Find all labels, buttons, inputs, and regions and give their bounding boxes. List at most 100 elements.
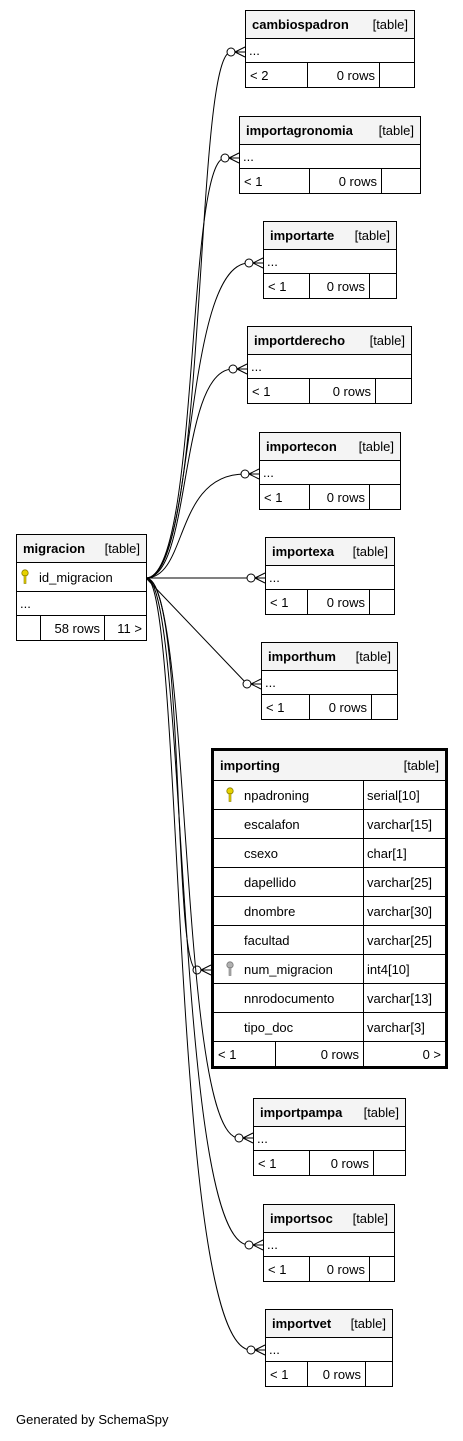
columns-ellipsis: ... bbox=[249, 43, 260, 58]
column-name-cell: tipo_doc bbox=[214, 1013, 364, 1041]
columns-ellipsis: ... bbox=[243, 149, 254, 164]
column-type: char[1] bbox=[367, 845, 407, 861]
table-type: [table] bbox=[363, 1105, 399, 1120]
table-header: importarte [table] bbox=[264, 222, 396, 250]
crows-foot-marker bbox=[242, 1132, 254, 1144]
optional-marker bbox=[244, 258, 254, 268]
optional-marker bbox=[244, 1240, 254, 1250]
column-id-migracion[interactable]: id_migracion bbox=[17, 563, 146, 592]
table-header: importderecho[table] bbox=[248, 327, 411, 355]
table-header: importagronomia[table] bbox=[240, 117, 420, 145]
table-body: ... bbox=[246, 39, 414, 63]
relationship-edge bbox=[145, 51, 232, 579]
table-header: importvet[table] bbox=[266, 1310, 392, 1338]
table-footer: 58 rows 11 > bbox=[17, 616, 146, 640]
column-name-cell: npadroning bbox=[214, 781, 364, 809]
table-body: ... bbox=[264, 1233, 394, 1257]
table-header: importing [table] bbox=[214, 751, 445, 781]
table-footer: < 1 0 rows 0 > bbox=[214, 1042, 445, 1066]
child-count bbox=[370, 590, 394, 614]
optional-marker bbox=[192, 965, 202, 975]
column-name-cell: nnrodocumento bbox=[214, 984, 364, 1012]
relationship-edge bbox=[145, 577, 248, 685]
relationship-edge bbox=[145, 577, 240, 1139]
columns-ellipsis: ... bbox=[269, 570, 280, 585]
table-name: importexa bbox=[272, 544, 335, 559]
optional-marker bbox=[228, 364, 238, 374]
table-body: ... bbox=[17, 592, 146, 616]
columns-ellipsis: ... bbox=[251, 359, 262, 374]
column-name: num_migracion bbox=[244, 961, 333, 977]
table-name: importhum bbox=[268, 649, 336, 664]
table-name: importarte bbox=[270, 228, 335, 243]
table-name: importpampa bbox=[260, 1105, 343, 1120]
table-type: [table] bbox=[369, 333, 405, 348]
table-type: [table] bbox=[354, 228, 390, 243]
relationship-edge bbox=[145, 157, 226, 579]
crows-foot-marker bbox=[200, 964, 212, 976]
optional-marker bbox=[240, 469, 250, 479]
columns-ellipsis: ... bbox=[265, 675, 276, 690]
column-name: nnrodocumento bbox=[244, 990, 335, 1006]
child-count bbox=[372, 695, 397, 719]
parent-count: < 1 bbox=[264, 274, 310, 298]
table-migracion[interactable]: migracion[table] id_migracion ... 58 row… bbox=[16, 534, 147, 641]
relationship-edge bbox=[145, 577, 250, 1246]
table-type: [table] bbox=[352, 544, 388, 559]
table-type: [table] bbox=[350, 1316, 386, 1331]
column-name-cell: facultad bbox=[214, 926, 364, 954]
table-body: ... bbox=[260, 461, 400, 485]
columns-ellipsis: ... bbox=[20, 596, 31, 611]
crows-foot-marker bbox=[248, 468, 260, 480]
column-type: varchar[25] bbox=[367, 874, 433, 890]
table-body: ... bbox=[240, 145, 420, 169]
parent-count: < 1 bbox=[254, 1151, 310, 1175]
child-count bbox=[370, 485, 400, 509]
table-name: importing bbox=[220, 758, 280, 773]
columns-ellipsis: ... bbox=[267, 1237, 278, 1252]
optional-marker bbox=[220, 153, 230, 163]
table-type: [table] bbox=[403, 758, 439, 773]
table-header: cambiospadron[table] bbox=[246, 11, 414, 39]
child-count bbox=[374, 1151, 405, 1175]
row-count: 0 rows bbox=[310, 485, 370, 509]
relationship-edge bbox=[145, 473, 246, 579]
column-type: varchar[3] bbox=[367, 1019, 425, 1035]
crows-foot-marker bbox=[254, 1344, 266, 1356]
table-type: [table] bbox=[378, 123, 414, 138]
parent-count: < 1 bbox=[260, 485, 310, 509]
parent-count: < 1 bbox=[266, 590, 308, 614]
table-body: ... bbox=[266, 566, 394, 590]
table-name: importecon bbox=[266, 439, 337, 454]
row-count: 58 rows bbox=[41, 616, 105, 640]
child-count bbox=[366, 1362, 392, 1386]
child-count: 11 > bbox=[117, 620, 142, 636]
child-count bbox=[382, 169, 420, 193]
row-count: 0 rows bbox=[310, 1151, 374, 1175]
